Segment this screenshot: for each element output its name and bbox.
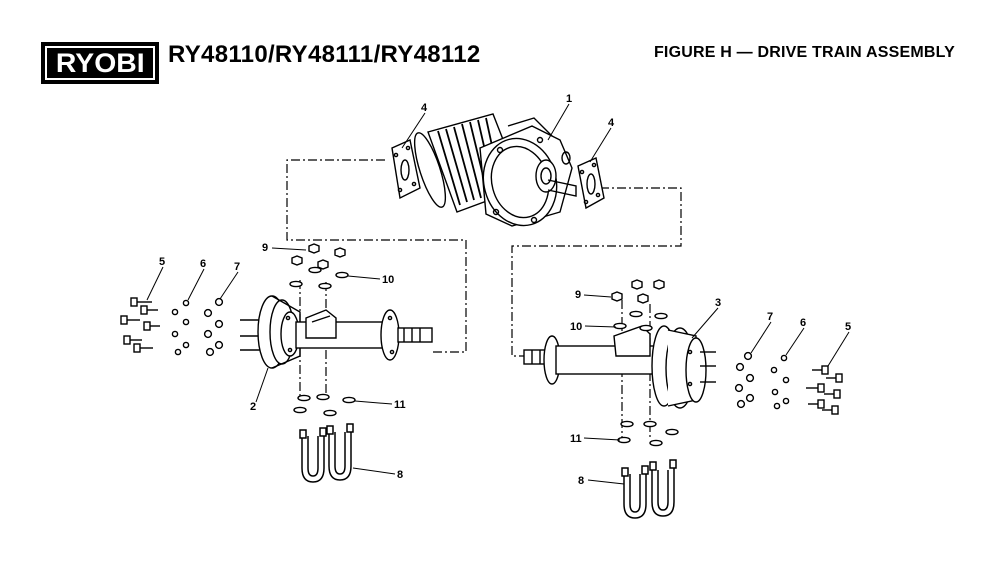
brand-name: RYOBI	[55, 47, 145, 78]
callout-4-right: 4	[608, 117, 615, 129]
gasket-right	[577, 157, 605, 210]
bolts-left	[120, 297, 160, 353]
ryobi-logo: RYOBI	[41, 42, 159, 84]
callout-8-left: 8	[397, 469, 403, 481]
callout-1: 1	[566, 93, 572, 105]
callout-3: 3	[715, 297, 721, 309]
lock-washers-left	[171, 299, 190, 356]
washers-top-left	[289, 266, 349, 290]
callout-9-left: 9	[262, 242, 268, 254]
bolts-right	[806, 365, 843, 415]
callout-numbers: 1 4 4 9 10 5 6 7 2 11 8 9 10 3 7 6 5 11 …	[159, 93, 851, 487]
hex-nuts-right	[611, 279, 665, 304]
callout-2: 2	[250, 401, 256, 413]
callout-10-left: 10	[382, 274, 394, 286]
gasket-left	[391, 139, 421, 200]
u-bolts-left	[299, 423, 354, 483]
callout-8-right: 8	[578, 475, 584, 487]
u-bolts-right	[621, 459, 677, 519]
leader-lines	[146, 103, 850, 485]
lock-washers-right	[770, 354, 790, 410]
callout-7-left: 7	[234, 261, 240, 273]
callout-6-right: 6	[800, 317, 806, 329]
model-numbers: RY48110/RY48111/RY48112	[168, 41, 481, 68]
callout-7-right: 7	[767, 311, 773, 323]
callout-4-left: 4	[421, 102, 428, 114]
motor-gearbox	[413, 113, 577, 227]
callout-9-right: 9	[575, 289, 581, 301]
callout-5-left: 5	[159, 256, 165, 268]
axle-left	[240, 295, 433, 369]
figure-title: FIGURE H — DRIVE TRAIN ASSEMBLY	[653, 44, 955, 61]
logo-border: RYOBI	[45, 46, 155, 80]
callout-11-right: 11	[570, 433, 582, 445]
axle-right	[523, 325, 716, 409]
callout-6-left: 6	[200, 258, 206, 270]
nuts-right	[734, 351, 755, 409]
nuts-left	[203, 297, 224, 357]
washers-bottom-right	[617, 420, 679, 447]
callout-5-right: 5	[845, 321, 851, 333]
washers-top-right	[613, 310, 668, 332]
hex-nuts-left	[291, 243, 346, 270]
washers-bottom-left	[293, 393, 356, 417]
callout-11-left: 11	[394, 399, 406, 411]
callout-10-right: 10	[570, 321, 582, 333]
